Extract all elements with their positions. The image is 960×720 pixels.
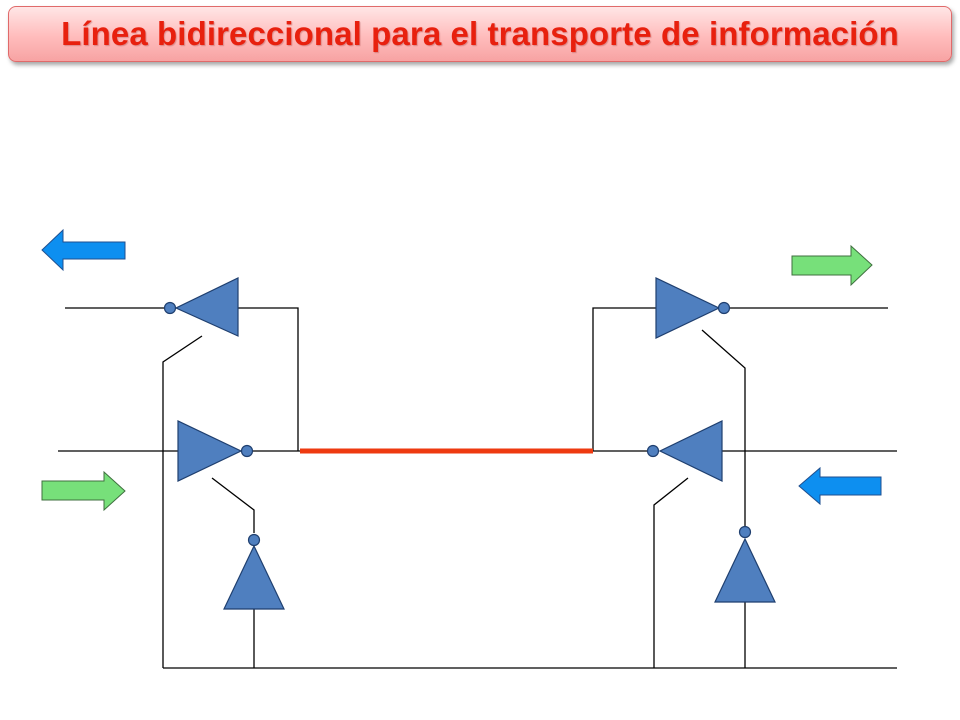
- right-wiring: [592, 307, 897, 669]
- left-receive-buffer-triangle: [174, 277, 239, 337]
- arrow-right-icon: [791, 244, 873, 287]
- right-transmit-buffer-triangle: [655, 277, 721, 339]
- right-inverter-triangle: [714, 537, 776, 603]
- arrow-right-icon: [41, 470, 126, 512]
- left-transmit-buffer-triangle: [177, 420, 243, 482]
- left-wiring: [58, 307, 654, 669]
- left-transmit-buffer-bubble: [240, 444, 254, 458]
- left-inverter-bubble: [247, 533, 261, 547]
- left-inverter-triangle: [223, 544, 285, 610]
- right-inverter-bubble: [738, 525, 752, 539]
- right-receive-buffer: [646, 420, 723, 482]
- right-receive-buffer-triangle: [658, 420, 723, 482]
- right-bus-tap-upper: [592, 307, 656, 451]
- left-enable-wire-lower: [211, 477, 255, 533]
- right-enable-wire-lower: [653, 477, 689, 668]
- right-transmit-buffer-bubble: [717, 301, 731, 315]
- title-banner: Línea bidireccional para el transporte d…: [8, 6, 952, 62]
- left-receive-buffer: [163, 277, 239, 337]
- arrow-left-icon: [41, 228, 126, 272]
- arrow-left-icon: [798, 466, 882, 506]
- page-title: Línea bidireccional para el transporte d…: [61, 15, 899, 52]
- left-transmit-buffer: [177, 420, 254, 482]
- right-enable-wire-upper: [701, 329, 746, 526]
- left-receive-buffer-bubble: [163, 301, 177, 315]
- right-inverter: [714, 525, 776, 603]
- right-receive-buffer-bubble: [646, 444, 660, 458]
- left-enable-wire-upper: [162, 335, 203, 668]
- left-bus-tap-upper: [238, 307, 299, 451]
- left-inverter: [223, 533, 285, 610]
- right-transmit-buffer: [655, 277, 731, 339]
